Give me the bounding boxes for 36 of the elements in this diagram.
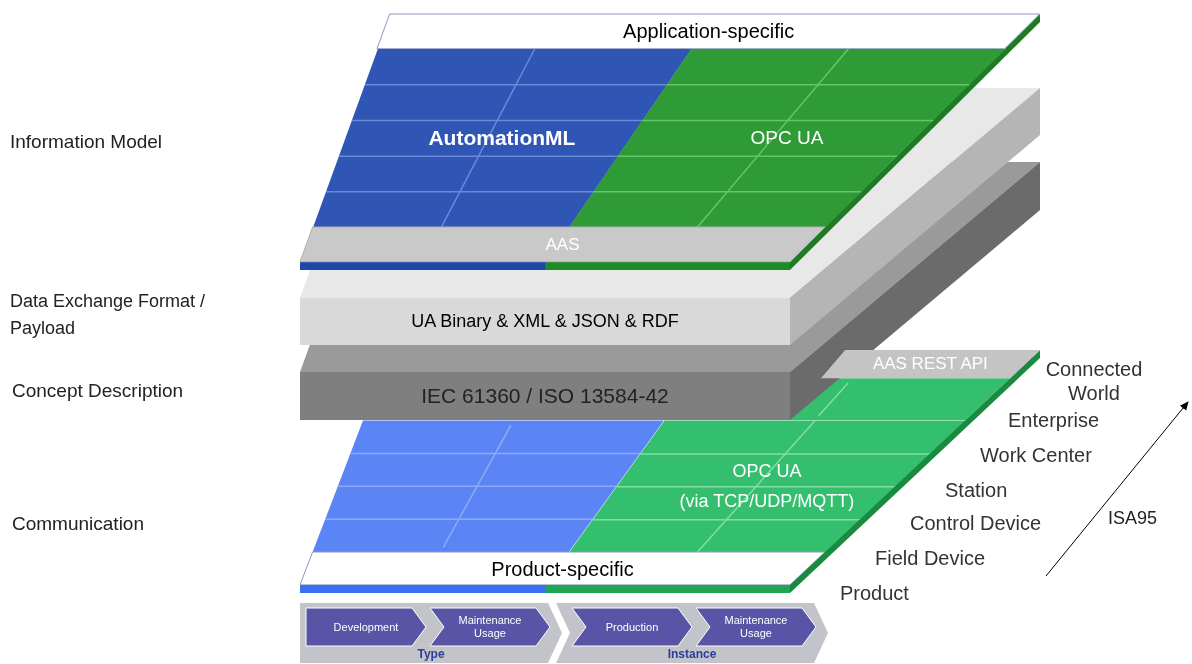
footer-strip bbox=[300, 552, 825, 585]
header-strip bbox=[377, 14, 1040, 49]
strip-label: AAS REST API bbox=[872, 353, 988, 376]
strip-label: Application-specific bbox=[623, 19, 795, 45]
lifecycle-stage bbox=[306, 608, 426, 646]
side-label: Data Exchange Format / Payload bbox=[10, 290, 207, 340]
area-label: (via TCP/UDP/MQTT) bbox=[679, 490, 855, 514]
layer-label: UA Binary & XML & JSON & RDF bbox=[411, 310, 679, 333]
lifecycle-phase bbox=[556, 603, 828, 663]
lifecycle-phase bbox=[300, 603, 562, 663]
side-label: Communication bbox=[12, 512, 144, 536]
side-label: Work Center bbox=[980, 443, 1092, 468]
area-label: AutomationML bbox=[428, 125, 576, 152]
strip-label: Product-specific bbox=[491, 556, 634, 582]
side-label: Field Device bbox=[875, 546, 986, 571]
layer-label: IEC 61360 / ISO 13584-42 bbox=[421, 383, 669, 410]
step-label: Maintenance Usage bbox=[723, 614, 789, 640]
side-label: Connected World bbox=[1044, 357, 1144, 405]
model-area bbox=[312, 48, 692, 228]
side-label: ISA95 bbox=[1108, 507, 1158, 530]
side-label: Concept Description bbox=[12, 379, 184, 403]
phase-label: Instance bbox=[667, 646, 717, 663]
step-label: Production bbox=[605, 620, 659, 634]
slab-front bbox=[300, 298, 790, 345]
step-label: Development bbox=[333, 620, 399, 634]
side-label: Enterprise bbox=[1008, 408, 1100, 433]
area-label: OPC UA bbox=[750, 125, 824, 150]
slab-front bbox=[300, 372, 790, 420]
side-label: Station bbox=[945, 478, 1008, 503]
footer-strip bbox=[300, 227, 825, 262]
side-label: Product bbox=[840, 581, 909, 606]
side-label: Information Model bbox=[10, 130, 163, 154]
side-label: Control Device bbox=[910, 511, 1042, 536]
phase-label: Type bbox=[417, 646, 445, 663]
area-label: OPC UA bbox=[732, 460, 802, 484]
step-label: Maintenance Usage bbox=[457, 614, 523, 640]
